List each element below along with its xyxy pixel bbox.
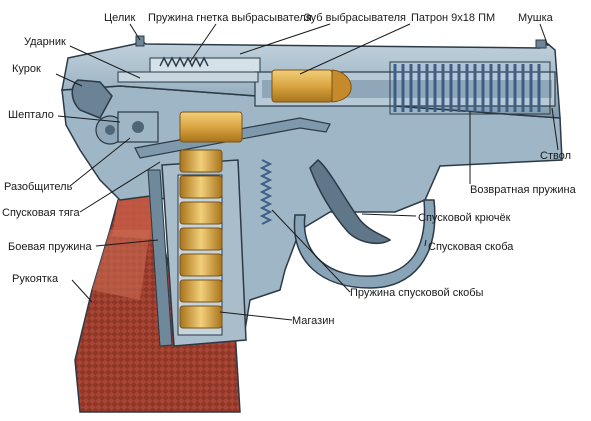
label-trigger-guard-spring: Пружина спусковой скобы (350, 287, 484, 299)
label-rear-sight: Целик (104, 12, 136, 24)
magazine-cartridges (179, 111, 243, 329)
sear-disconnector (117, 111, 159, 143)
front-sight-blade (535, 39, 547, 49)
label-barrel: Ствол (540, 150, 571, 162)
trigger-guard-spring-coil (259, 159, 273, 225)
label-disconnector: Разобщитель (4, 181, 73, 193)
label-magazine: Магазин (292, 315, 335, 327)
label-striker: Ударник (24, 36, 66, 48)
ejector-spring-coil (159, 56, 209, 68)
chambered-cartridge (271, 69, 352, 103)
striker (117, 71, 259, 83)
label-ejector-tooth: Зуб выбрасывателя (304, 12, 406, 24)
label-trigger-bar: Спусковая тяга (2, 207, 80, 219)
label-trigger: Спусковой крючёк (418, 212, 511, 224)
label-grip: Рукоятка (12, 273, 59, 285)
label-cartridge: Патрон 9х18 ПМ (411, 12, 496, 24)
label-trigger-guard: Спусковая скоба (428, 241, 514, 253)
label-front-sight: Мушка (518, 12, 553, 24)
label-sear: Шептало (8, 109, 54, 121)
label-hammer: Курок (12, 63, 41, 75)
hammer (71, 79, 125, 145)
rear-sight-blade (135, 35, 145, 47)
leader-lines (55, 23, 559, 321)
label-mainspring: Боевая пружина (8, 241, 92, 253)
label-recoil-spring: Возвратная пружина (470, 184, 576, 196)
label-ejector-spring: Пружина гнетка выбрасывателя (148, 12, 312, 24)
trigger (309, 158, 392, 245)
mainspring (147, 169, 173, 347)
trigger-guard (293, 199, 436, 289)
